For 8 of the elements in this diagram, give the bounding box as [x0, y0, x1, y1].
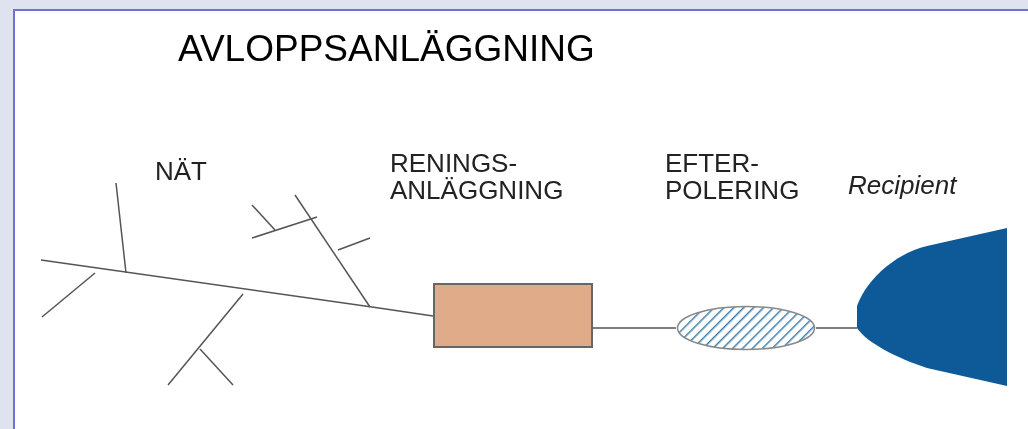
stage-label: EFTER- POLERING: [665, 150, 801, 204]
pipe-line: [371, 306, 434, 317]
title: AVLOPPSANLÄGGNING: [178, 30, 595, 67]
pipe-line: [815, 327, 858, 329]
node-label: NÄT: [155, 158, 208, 185]
node-label: Recipient: [848, 172, 959, 199]
stage-label: RENINGS- ANLÄGGNING: [390, 150, 565, 204]
pipe-line: [592, 327, 677, 329]
